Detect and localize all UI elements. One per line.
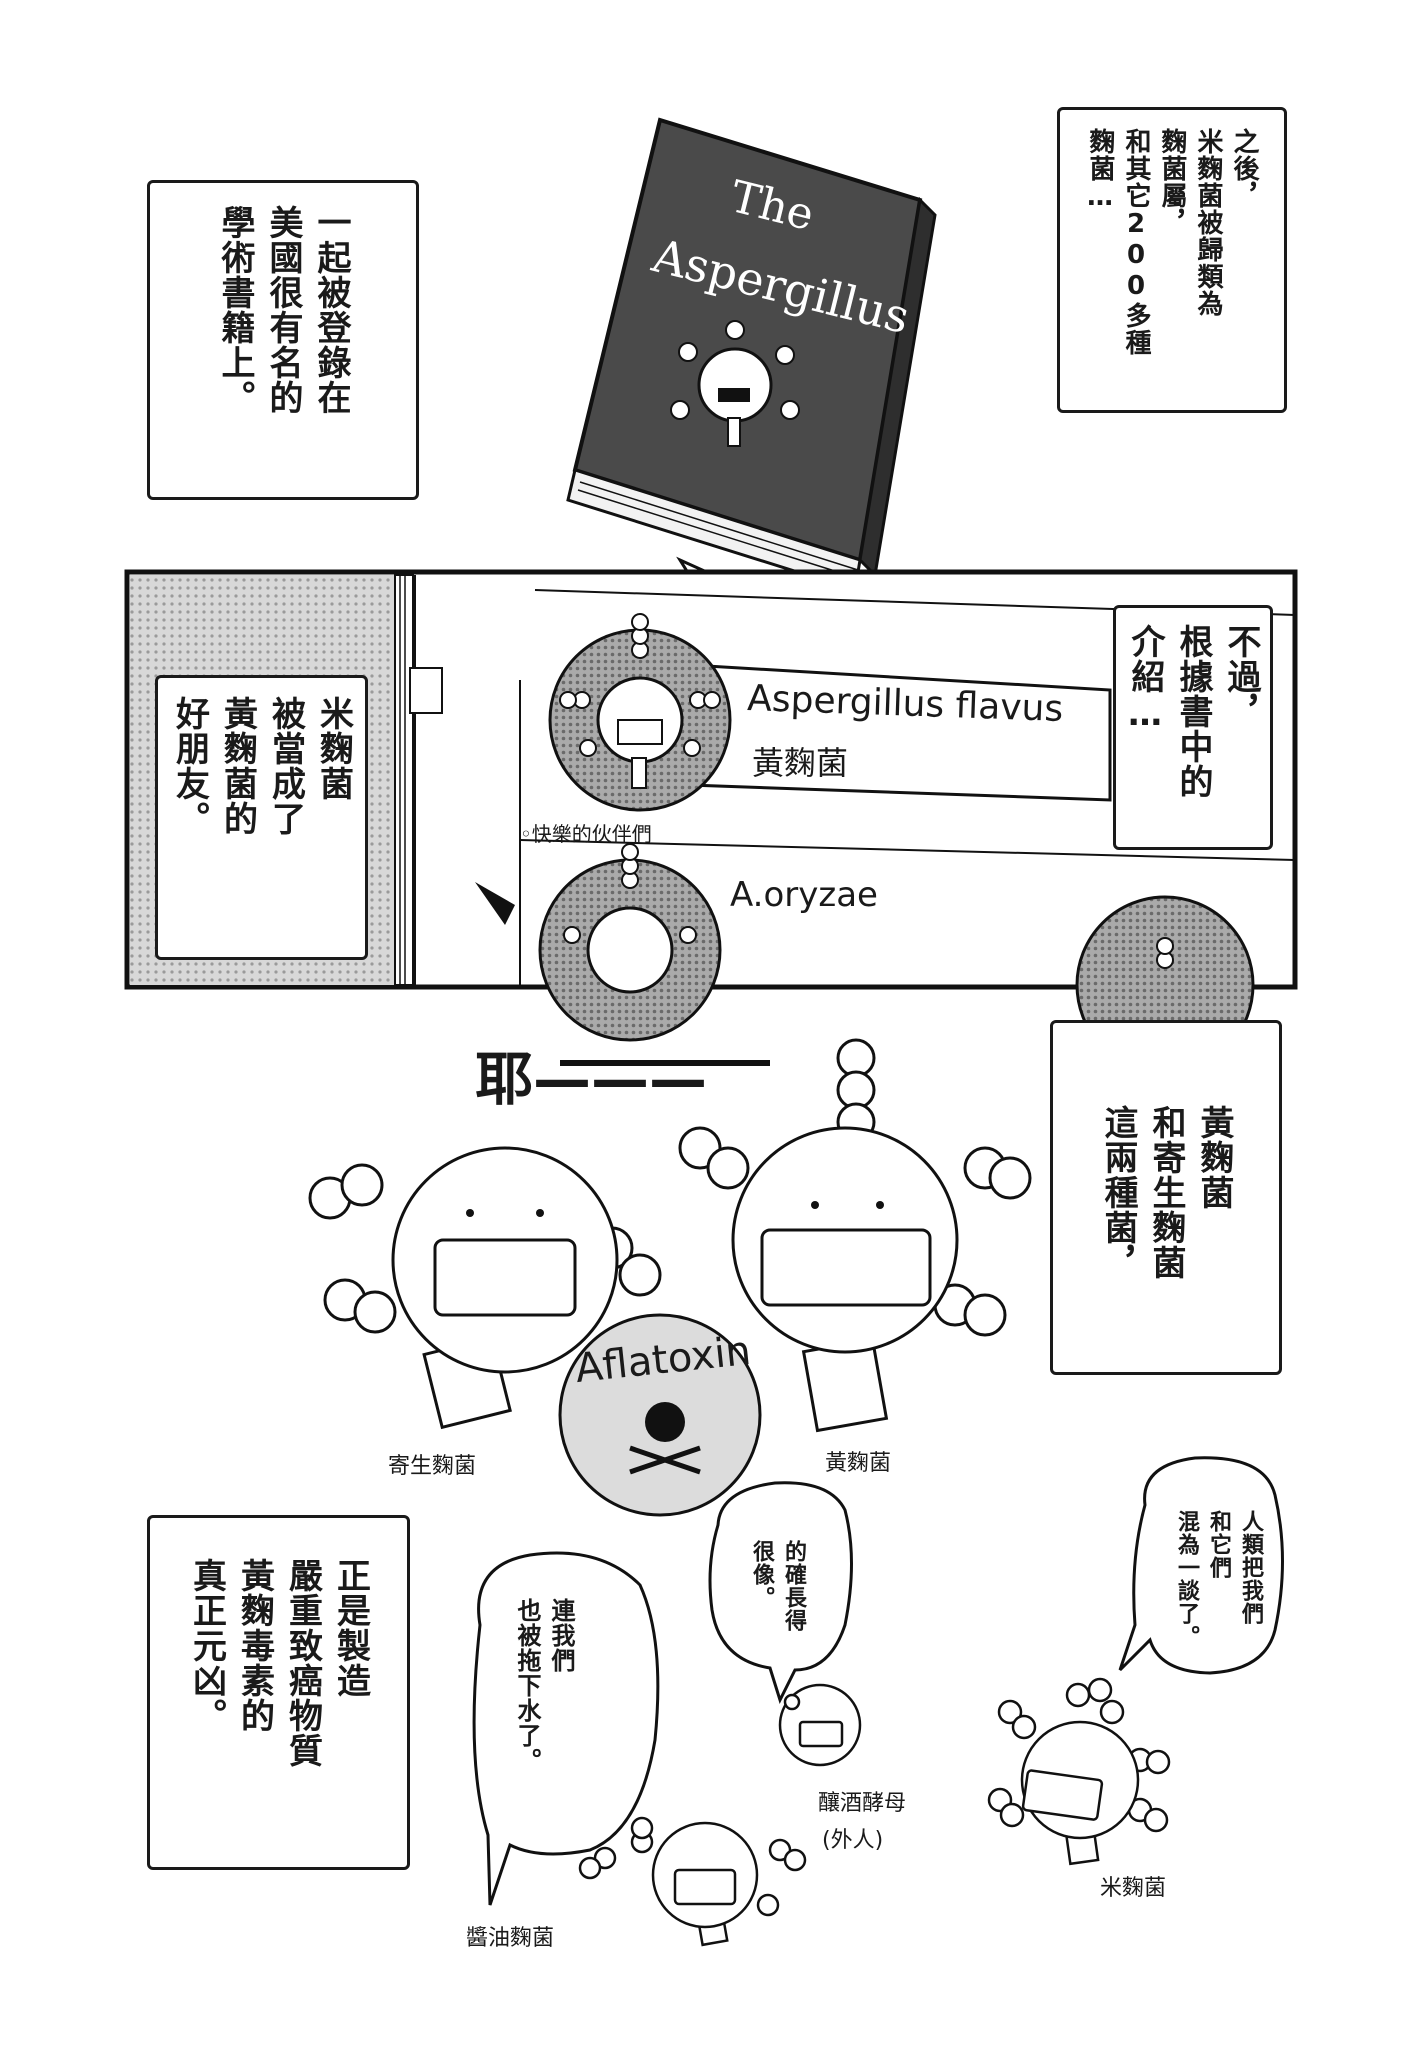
caption-box-two-species: 黃麴菌 和寄生麴菌 這兩種菌， (1050, 1020, 1282, 1375)
caption-two-species: 黃麴菌 和寄生麴菌 這兩種菌， (1098, 1105, 1234, 1280)
entry-latin-oryzae: A.oryzae (730, 875, 878, 915)
label-sake-yeast: 釀酒酵母 (818, 1791, 907, 1816)
caption-box-however: 不過， 根據書中的 介紹… (1113, 605, 1273, 850)
bubble-sake-yeast: 的確長得 很像。 (749, 1540, 806, 1632)
caption-box-academic-book: 一起被登錄在 美國很有名的 學術書籍上。 (147, 180, 419, 500)
book-illustration (566, 117, 937, 603)
label-soy-koji: 醬油麴菌 (466, 1926, 555, 1951)
caption-classification: 之後， 米麴菌被歸類為 麴菌屬， 和其它200多種 麴菌… (1085, 128, 1259, 356)
entry-note-friends: ◦快樂的伙伴們 (520, 822, 652, 846)
label-parasiticus: 寄生麴菌 (388, 1454, 477, 1479)
caption-box-culprit: 正是製造 嚴重致癌物質 黃麴毒素的 真正元凶。 (147, 1515, 410, 1870)
caption-culprit: 正是製造 嚴重致癌物質 黃麴毒素的 真正元凶。 (186, 1558, 371, 1768)
caption-box-classification: 之後， 米麴菌被歸類為 麴菌屬， 和其它200多種 麴菌… (1057, 107, 1287, 413)
bubble-soy-koji: 連我們 也被拖下水了。 (513, 1598, 575, 1773)
characters-aspergillus-pair (308, 1038, 1032, 1517)
small-characters (578, 1677, 1171, 1947)
caption-however: 不過， 根據書中的 介紹… (1125, 624, 1261, 799)
label-sake-yeast-outsider: (外人) (822, 1828, 884, 1853)
caption-box-good-friend: 米麴菌 被當成了 黃麴菌的 好朋友。 (155, 675, 368, 960)
bubble-rice-koji: 人類把我們 和它們 混為一談了。 (1174, 1510, 1263, 1648)
label-rice-koji: 米麴菌 (1100, 1876, 1167, 1901)
caption-good-friend: 米麴菌 被當成了 黃麴菌的 好朋友。 (169, 696, 354, 836)
shout-yay: 耶——— (475, 1045, 708, 1113)
label-flavus: 黃麴菌 (825, 1451, 892, 1476)
speech-bubbles (472, 1456, 1284, 1906)
caption-academic-book: 一起被登錄在 美國很有名的 學術書籍上。 (215, 205, 351, 415)
entry-chinese-flavus: 黃麴菌 (752, 744, 849, 782)
